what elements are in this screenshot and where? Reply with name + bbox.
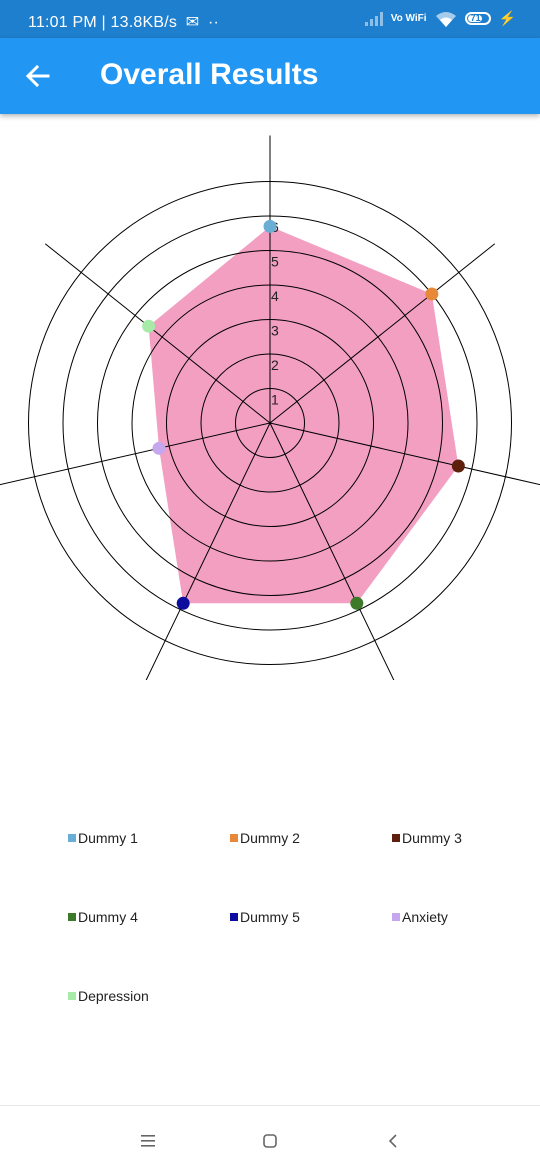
back-icon <box>388 1134 397 1148</box>
menu-icon <box>141 1135 155 1147</box>
legend-item: Dummy 3 <box>392 830 462 846</box>
more-notifications-icon: ·· <box>208 14 220 31</box>
status-time-speed: 11:01 PM | 13.8KB/s ✉ ·· <box>28 12 219 32</box>
radar-point-3 <box>451 459 465 473</box>
charging-icon: ⚡ <box>498 10 516 26</box>
legend-label: Dummy 2 <box>240 830 300 846</box>
legend-label: Dummy 3 <box>402 830 462 846</box>
radar-spoke-5 <box>145 422 271 680</box>
radar-tick-label-4: 4 <box>271 288 279 304</box>
legend-label: Depression <box>78 988 149 1004</box>
signal-icon <box>364 11 383 26</box>
recent-apps-button[interactable] <box>133 1126 163 1156</box>
radar-point-7 <box>142 319 156 333</box>
radar-point-2 <box>425 287 439 301</box>
legend-item: Dummy 2 <box>230 830 300 846</box>
status-bar: 11:01 PM | 13.8KB/s ✉ ·· Vo WiFi 71 ⚡ <box>0 0 540 38</box>
status-icons: Vo WiFi 71 ⚡ <box>364 10 516 27</box>
back-button[interactable] <box>20 58 56 94</box>
legend-label: Anxiety <box>402 909 448 925</box>
radar-chart: 123456 <box>0 135 540 680</box>
nav-back-button[interactable] <box>378 1126 408 1156</box>
wifi-icon <box>435 11 456 27</box>
radar-tick-label-5: 5 <box>271 254 279 270</box>
battery-level: 71 <box>470 13 481 23</box>
app-bar: Overall Results <box>0 38 540 114</box>
status-text: 11:01 PM | 13.8KB/s <box>28 14 178 31</box>
radar-spoke-7 <box>44 243 271 424</box>
arrow-left-icon <box>25 64 50 88</box>
legend-label: Dummy 5 <box>240 909 300 925</box>
radar-spoke-4 <box>269 422 395 680</box>
legend-swatch <box>230 834 238 842</box>
legend-swatch <box>68 913 76 921</box>
gmail-icon: ✉ <box>185 14 200 31</box>
legend-label: Dummy 4 <box>78 909 138 925</box>
legend-swatch <box>68 992 76 1000</box>
radar-tick-label-3: 3 <box>271 323 279 339</box>
radar-spoke-6 <box>0 422 271 486</box>
legend-swatch <box>230 913 238 921</box>
legend-item: Anxiety <box>392 909 448 925</box>
radar-point-5 <box>176 596 190 610</box>
legend-item: Dummy 5 <box>230 909 300 925</box>
radar-spoke-2 <box>269 243 496 424</box>
legend-swatch <box>68 834 76 842</box>
legend-item: Dummy 4 <box>68 909 138 925</box>
legend-swatch <box>392 913 400 921</box>
navigation-bar <box>0 1105 540 1171</box>
radar-spoke-3 <box>269 422 540 486</box>
page-title: Overall Results <box>100 58 319 91</box>
legend-item: Depression <box>68 988 149 1004</box>
home-icon <box>263 1134 277 1148</box>
home-button[interactable] <box>255 1126 285 1156</box>
radar-point-4 <box>350 596 364 610</box>
battery-icon: 71 <box>464 12 491 25</box>
vowifi-badge: Vo WiFi <box>390 12 427 24</box>
legend-item: Dummy 1 <box>68 830 138 846</box>
legend-swatch <box>392 834 400 842</box>
radar-tick-label-1: 1 <box>271 392 279 408</box>
radar-point-6 <box>152 441 166 455</box>
legend-label: Dummy 1 <box>78 830 138 846</box>
radar-point-1 <box>263 219 277 233</box>
radar-tick-label-2: 2 <box>271 357 279 373</box>
